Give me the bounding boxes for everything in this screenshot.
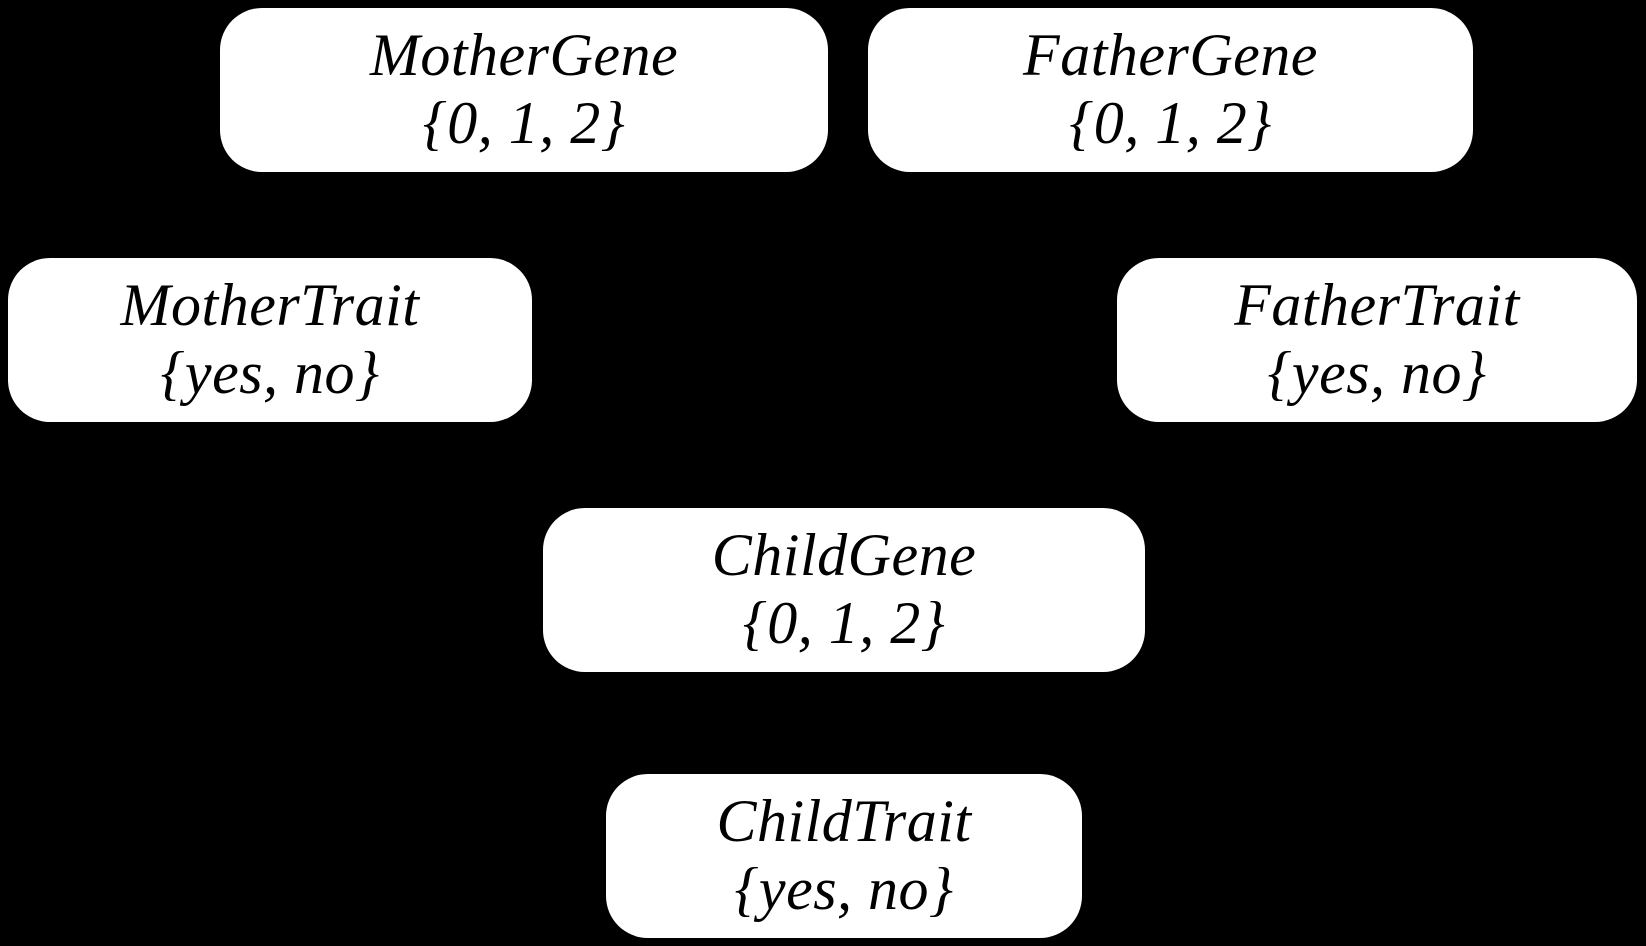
node-child-trait: ChildTrait {yes, no} bbox=[606, 774, 1082, 938]
node-title: MotherGene bbox=[369, 22, 679, 89]
node-mother-trait: MotherTrait {yes, no} bbox=[8, 258, 532, 422]
node-title: ChildGene bbox=[711, 522, 977, 589]
node-domain-values: {0, 1, 2} bbox=[1069, 90, 1272, 156]
node-child-gene: ChildGene {0, 1, 2} bbox=[543, 508, 1145, 672]
node-father-gene: FatherGene {0, 1, 2} bbox=[868, 8, 1473, 172]
node-title: MotherTrait bbox=[120, 272, 420, 339]
node-title: FatherTrait bbox=[1234, 272, 1520, 339]
node-mother-gene: MotherGene {0, 1, 2} bbox=[220, 8, 828, 172]
node-domain-values: {0, 1, 2} bbox=[422, 90, 626, 156]
node-domain-values: {0, 1, 2} bbox=[742, 590, 946, 656]
node-father-trait: FatherTrait {yes, no} bbox=[1117, 258, 1637, 422]
node-title: FatherGene bbox=[1023, 22, 1318, 89]
node-domain-values: {yes, no} bbox=[1267, 340, 1487, 406]
node-domain-values: {yes, no} bbox=[734, 856, 954, 922]
node-title: ChildTrait bbox=[716, 788, 972, 855]
node-domain-values: {yes, no} bbox=[160, 340, 380, 406]
